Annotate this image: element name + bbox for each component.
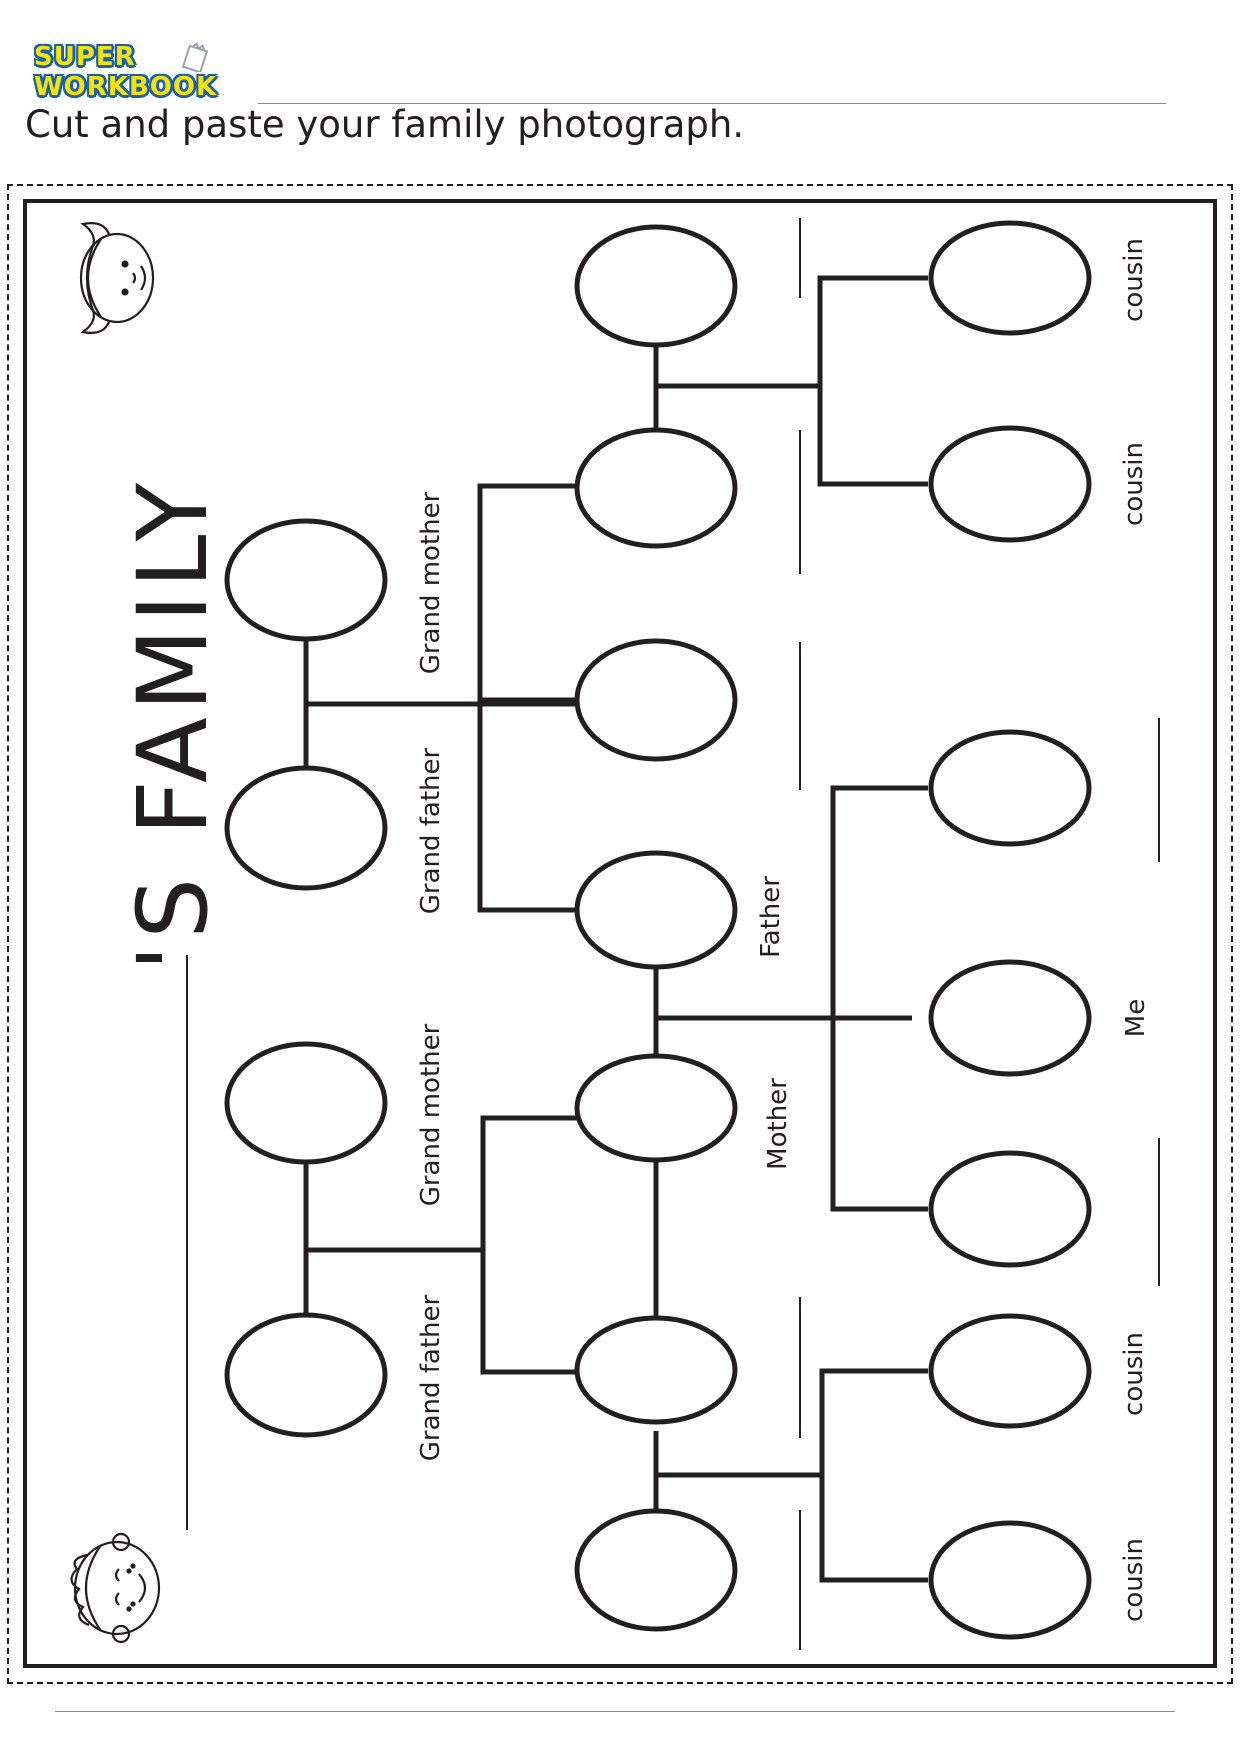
photo-oval-sibling-2[interactable]	[928, 1150, 1092, 1268]
notepad-icon	[181, 42, 209, 72]
photo-oval-cousin-2[interactable]	[928, 425, 1092, 543]
label-maternal-grandfather: Grand father	[416, 1294, 446, 1461]
photo-oval-cousin-1[interactable]	[928, 220, 1092, 336]
name-writing-lines	[186, 218, 1160, 1650]
name-write-line[interactable]	[258, 103, 1166, 104]
photo-oval-aunt-uncle-5[interactable]	[574, 1508, 738, 1632]
label-cousin-2: cousin	[1119, 442, 1149, 526]
label-mother: Mother	[763, 1078, 793, 1170]
instruction-text: Cut and paste your family photograph.	[25, 103, 745, 146]
label-me: Me	[1121, 999, 1151, 1037]
footer-rule	[55, 1711, 1175, 1712]
cut-border	[7, 184, 1233, 1684]
photo-oval-sibling-1[interactable]	[928, 729, 1092, 847]
label-cousin-3: cousin	[1119, 1332, 1149, 1416]
label-father: Father	[756, 876, 786, 958]
photo-oval-father[interactable]	[574, 850, 738, 970]
photo-oval-aunt-uncle-4[interactable]	[574, 1315, 738, 1425]
label-paternal-grandfather: Grand father	[416, 747, 446, 914]
boy-face-icon	[70, 1532, 161, 1644]
super-workbook-logo: SUPER WORKBOOK	[30, 42, 245, 110]
photo-oval-paternal-grandmother[interactable]	[224, 518, 388, 642]
inner-frame	[23, 199, 1217, 1668]
photo-oval-me[interactable]	[928, 959, 1092, 1077]
photo-oval-maternal-grandmother[interactable]	[224, 1041, 388, 1165]
label-cousin-1: cousin	[1119, 238, 1149, 322]
label-cousin-4: cousin	[1119, 1538, 1149, 1622]
logo-line-2: WORKBOOK	[34, 72, 218, 102]
photo-oval-aunt-uncle-1[interactable]	[574, 224, 738, 348]
girl-face-icon	[79, 222, 155, 334]
photo-oval-cousin-4[interactable]	[928, 1520, 1092, 1640]
label-maternal-grandmother: Grand mother	[416, 1023, 446, 1206]
photo-oval-aunt-uncle-2[interactable]	[574, 427, 738, 549]
photo-oval-paternal-grandfather[interactable]	[224, 765, 388, 891]
photo-oval-cousin-3[interactable]	[928, 1313, 1092, 1429]
tree-connectors	[303, 275, 928, 1583]
photo-oval-maternal-grandfather[interactable]	[224, 1312, 388, 1438]
label-paternal-grandmother: Grand mother	[416, 491, 446, 674]
photo-oval-aunt-uncle-3[interactable]	[574, 638, 738, 762]
family-title: 'S FAMILY	[117, 477, 229, 971]
photo-oval-mother[interactable]	[574, 1053, 738, 1163]
logo-line-1: SUPER	[34, 42, 136, 72]
